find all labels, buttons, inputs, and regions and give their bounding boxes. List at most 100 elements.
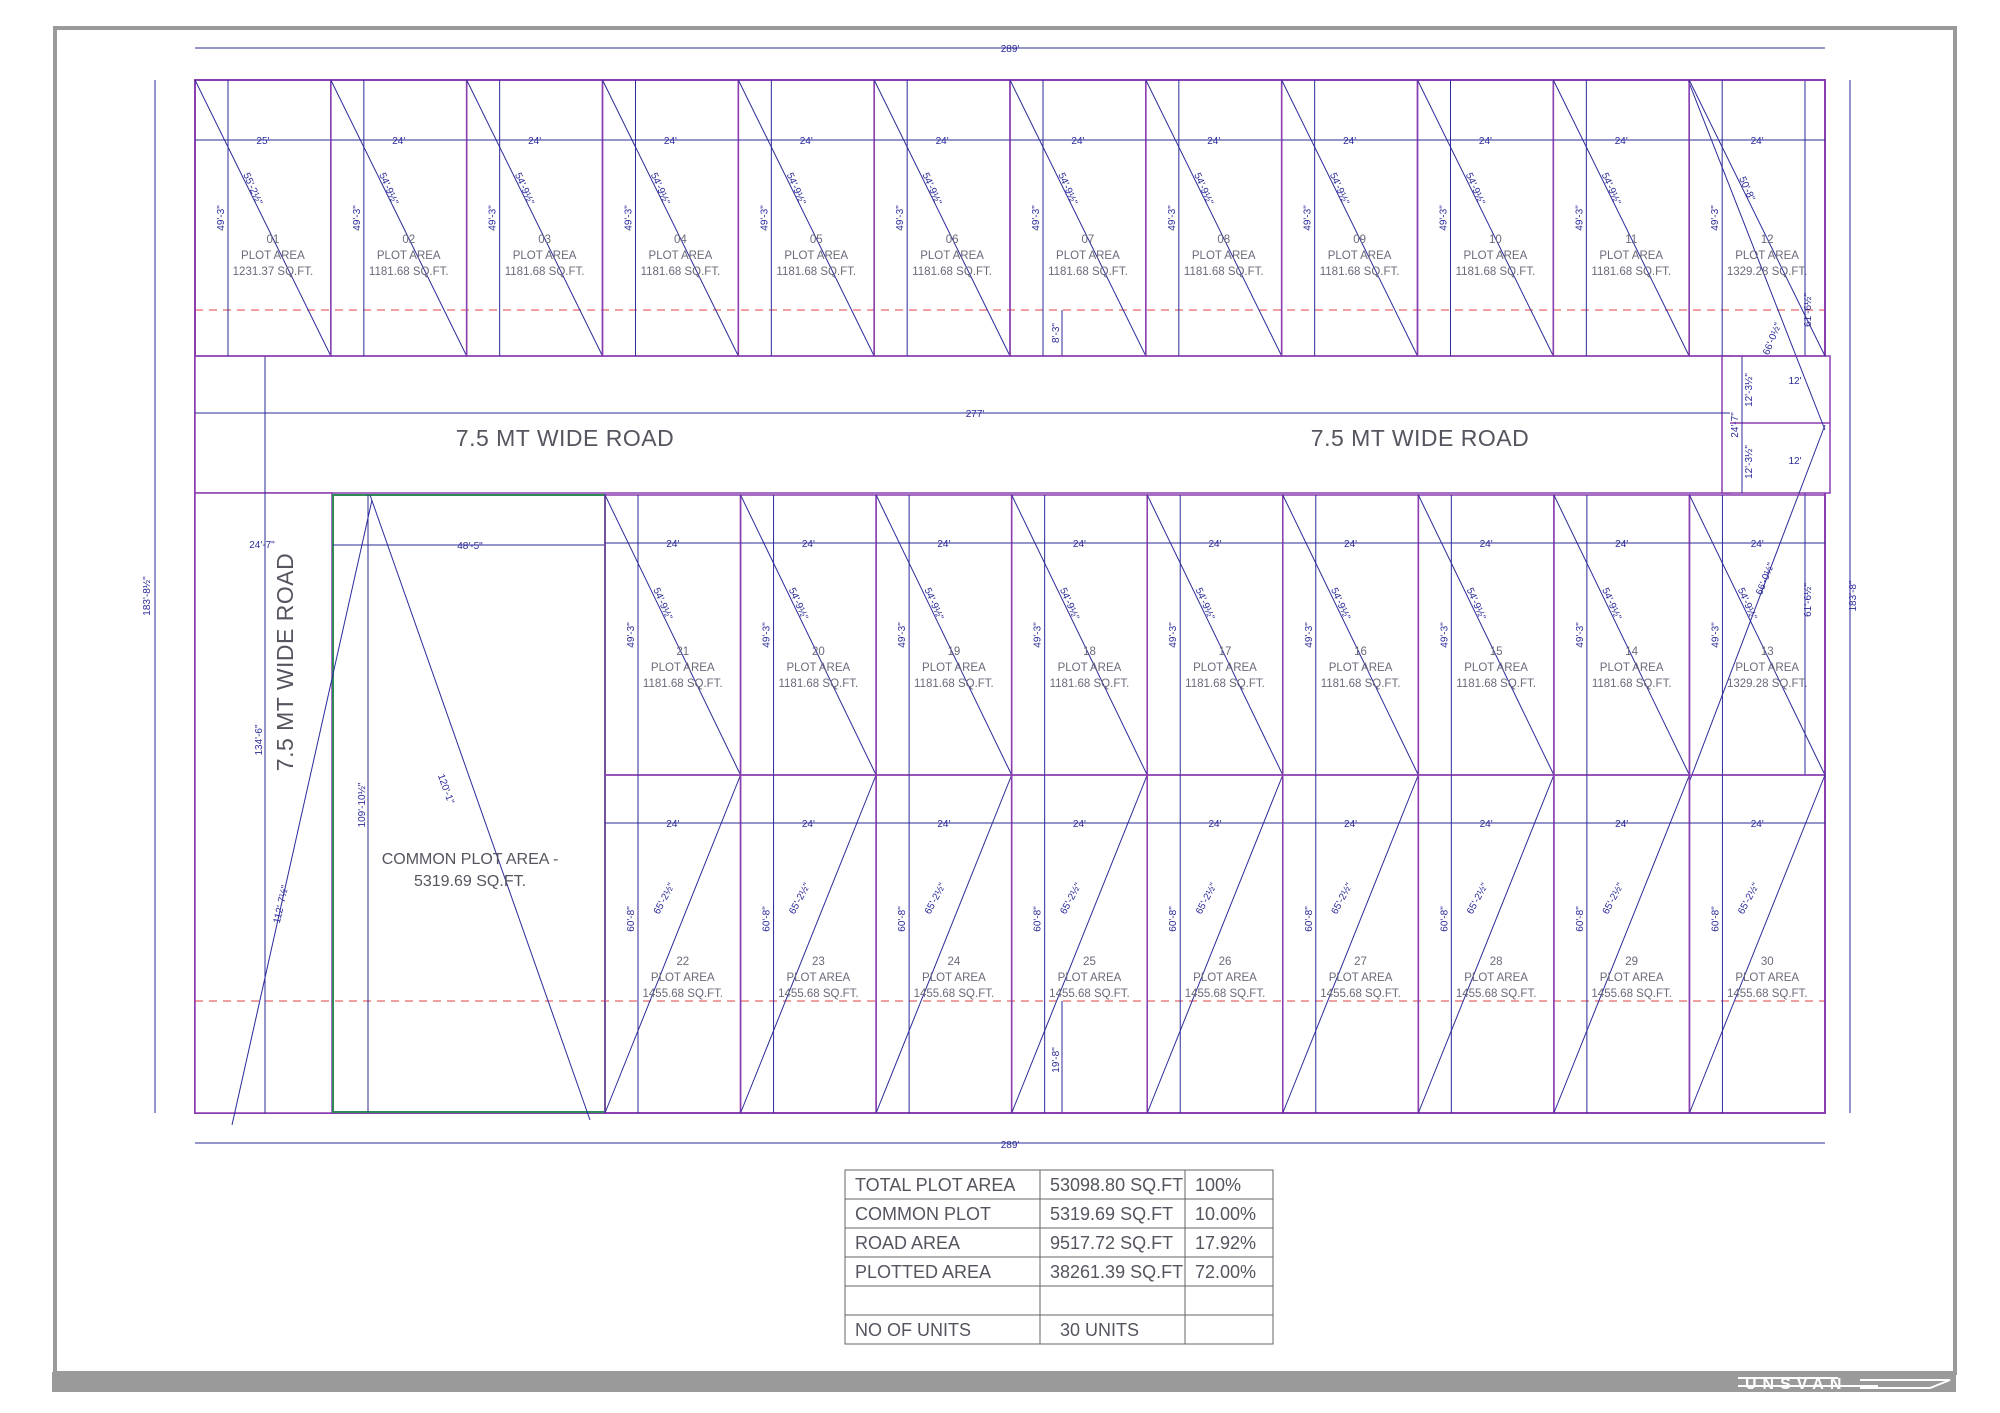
vertical-road-length-dim: 134'-6" — [254, 724, 265, 755]
plot-19-depth-dim: 49'-3" — [897, 622, 908, 648]
plot-21-width-dim: 24' — [666, 539, 679, 550]
plot-05-label: PLOT AREA — [784, 250, 848, 262]
plot-12-area: 1329.28 SQ.FT. — [1727, 266, 1808, 278]
plot-03-depth-dim: 49'-3" — [488, 205, 499, 231]
plot-10-width-dim: 24' — [1479, 136, 1492, 147]
plot-24-label: PLOT AREA — [922, 972, 986, 984]
plot-10-diag-line — [1417, 79, 1554, 357]
plot-13-number: 13 — [1761, 646, 1774, 658]
stub-width-top: 12' — [1788, 376, 1801, 387]
plot-06-width-dim: 24' — [936, 136, 949, 147]
plot-18-diag-line — [1011, 494, 1148, 776]
plot-23-area: 1455.68 SQ.FT. — [778, 988, 859, 1000]
front-setback-dim: 8'-3" — [1051, 323, 1062, 343]
summary-cell: 72.00% — [1195, 1262, 1256, 1282]
plot-24-diag-line — [875, 774, 1013, 1114]
plot-06-diag-line — [873, 79, 1011, 357]
plot-25-depth-dim: 60'-8" — [1033, 906, 1044, 932]
summary-cell: 5319.69 SQ.FT — [1050, 1204, 1173, 1224]
plot-29-depth-dim: 60'-8" — [1575, 906, 1586, 932]
plot-16-label: PLOT AREA — [1329, 662, 1393, 674]
overall-top-width: 289' — [1001, 44, 1020, 55]
plot-23-width-dim: 24' — [802, 819, 815, 830]
plot-15-depth-dim: 49'-3" — [1439, 622, 1450, 648]
plot-16-width-dim: 24' — [1344, 539, 1357, 550]
plot-11-label: PLOT AREA — [1599, 250, 1663, 262]
plot-14-label: PLOT AREA — [1600, 662, 1664, 674]
plot-27-number: 27 — [1354, 956, 1367, 968]
plot-27-depth-dim: 60'-8" — [1304, 906, 1315, 932]
plot-04-width-dim: 24' — [664, 136, 677, 147]
plot-29-width-dim: 24' — [1615, 819, 1628, 830]
plot-30-label: PLOT AREA — [1735, 972, 1799, 984]
plot-16-diag-line — [1282, 494, 1419, 776]
plot-21-number: 21 — [676, 646, 689, 658]
plot-27-diag-line — [1282, 774, 1419, 1114]
plot-12-depth-dim: 49'-3" — [1710, 205, 1721, 231]
plot-25-diag-line — [1011, 774, 1148, 1114]
plot-02-width-dim: 24' — [392, 136, 405, 147]
plot-17-label: PLOT AREA — [1193, 662, 1257, 674]
plot-02-number: 02 — [402, 234, 415, 246]
summary-cell: 9517.72 SQ.FT — [1050, 1233, 1173, 1253]
plot-20-depth-dim: 49'-3" — [762, 622, 773, 648]
plot-16-depth-dim: 49'-3" — [1304, 622, 1315, 648]
plot-12-label: PLOT AREA — [1735, 250, 1799, 262]
plot-30-depth-dim: 60'-8" — [1710, 906, 1721, 932]
overall-left-height: 183'-8½" — [142, 576, 153, 616]
plot-19-number: 19 — [947, 646, 960, 658]
plot-20-width-dim: 24' — [802, 539, 815, 550]
plot-22-area: 1455.68 SQ.FT. — [643, 988, 724, 1000]
plot-11-number: 11 — [1625, 234, 1637, 246]
common-plot-label: COMMON PLOT AREA - — [382, 851, 559, 868]
plot-08-diag-line — [1145, 79, 1283, 357]
plot-12-width-dim: 24' — [1751, 136, 1764, 147]
plot-11-width-dim: 24' — [1615, 136, 1628, 147]
plot-08-area: 1181.68 SQ.FT. — [1184, 266, 1264, 278]
plot-29-diag-line — [1553, 774, 1690, 1114]
plot-12-number: 12 — [1761, 234, 1774, 246]
plot-20-diag-line — [740, 494, 877, 776]
overall-bottom-width: 289' — [1001, 1140, 1020, 1151]
plot-09-label: PLOT AREA — [1328, 250, 1392, 262]
plot-24-width-dim: 24' — [937, 819, 950, 830]
plot-21-diag-line — [604, 494, 742, 776]
summary-cell: 53098.80 SQ.FT — [1050, 1175, 1183, 1195]
plot-18-area: 1181.68 SQ.FT. — [1050, 678, 1130, 690]
plot-20-number: 20 — [812, 646, 825, 658]
plot-11-diag-line — [1552, 79, 1690, 357]
plot-13-depth-dim: 49'-3" — [1710, 622, 1721, 648]
plot-01-depth-dim: 49'-3" — [216, 205, 227, 231]
plot-26-width-dim: 24' — [1208, 819, 1221, 830]
summary-cell: TOTAL PLOT AREA — [855, 1175, 1015, 1195]
plot-22-width-dim: 24' — [666, 819, 679, 830]
plot-08-depth-dim: 49'-3" — [1167, 205, 1178, 231]
plot-07-label: PLOT AREA — [1056, 250, 1120, 262]
plot-03-label: PLOT AREA — [513, 250, 577, 262]
road-length-dim: 277' — [966, 409, 985, 420]
plot-21-depth-dim: 49'-3" — [626, 622, 637, 648]
plot-18-number: 18 — [1083, 646, 1096, 658]
plot-26-area: 1455.68 SQ.FT. — [1185, 988, 1266, 1000]
plot-12 — [1688, 79, 1826, 357]
plot-01-label: PLOT AREA — [241, 250, 305, 262]
plot-20-label: PLOT AREA — [786, 662, 850, 674]
plot-28-diag-line — [1417, 774, 1555, 1114]
plot-05-depth-dim: 49'-3" — [759, 205, 770, 231]
plot-08-width-dim: 24' — [1207, 136, 1220, 147]
plot-30-number: 30 — [1761, 956, 1774, 968]
plot-15-label: PLOT AREA — [1464, 662, 1528, 674]
vertical-road — [194, 492, 333, 1114]
plot-05-width-dim: 24' — [800, 136, 813, 147]
plot-18-label: PLOT AREA — [1058, 662, 1122, 674]
plot-26-diag-line — [1146, 774, 1284, 1114]
summary-cell: ROAD AREA — [855, 1233, 960, 1253]
plot-01-area: 1231.37 SQ.FT. — [233, 266, 314, 278]
plot-02-area: 1181.68 SQ.FT. — [369, 266, 449, 278]
plot-13-width-dim: 24' — [1751, 539, 1764, 550]
plot-30-area: 1455.68 SQ.FT. — [1727, 988, 1808, 1000]
summary-cell: COMMON PLOT — [855, 1204, 991, 1224]
plot-28-width-dim: 24' — [1480, 819, 1493, 830]
plot-07-depth-dim: 49'-3" — [1031, 205, 1042, 231]
